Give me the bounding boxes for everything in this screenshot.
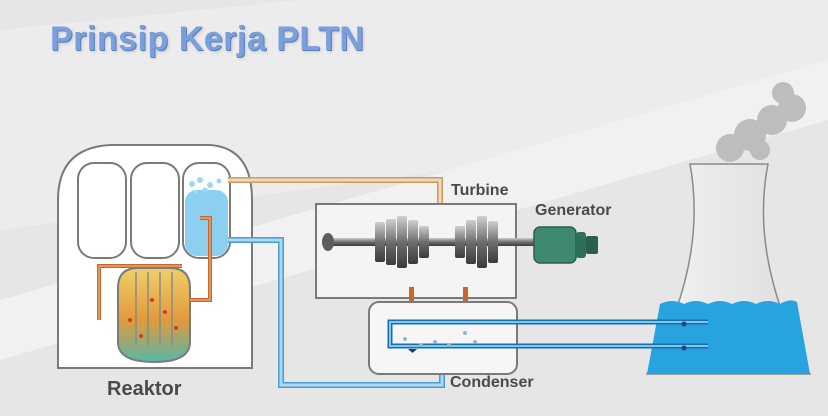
containment-cell-2	[130, 162, 180, 259]
generator-label: Generator	[535, 202, 612, 219]
steam-bubbles	[189, 177, 222, 194]
turbine-shaft	[330, 238, 536, 246]
control-rods	[135, 272, 173, 345]
reactor-vessel	[117, 267, 191, 364]
flow-arrow-icon	[408, 349, 417, 353]
turbine-label: Turbine	[451, 182, 509, 199]
exhaust-connectors	[409, 287, 468, 309]
reactor-building	[57, 144, 253, 369]
cooling-tower	[645, 163, 812, 375]
condensate-drops	[403, 331, 477, 347]
condenser-label: Condenser	[450, 374, 534, 391]
steam-generator-water	[185, 190, 228, 256]
steam-cloud	[716, 82, 806, 162]
cooling-water-loop	[387, 319, 708, 351]
reaktor-label: Reaktor	[107, 378, 182, 400]
generator-icon	[533, 226, 598, 264]
fission-particles	[128, 298, 178, 338]
tower-water	[647, 300, 810, 374]
containment-cell-1	[77, 162, 127, 259]
turbine-assembly	[322, 216, 536, 268]
page-title: Prinsip Kerja PLTN	[50, 20, 365, 58]
